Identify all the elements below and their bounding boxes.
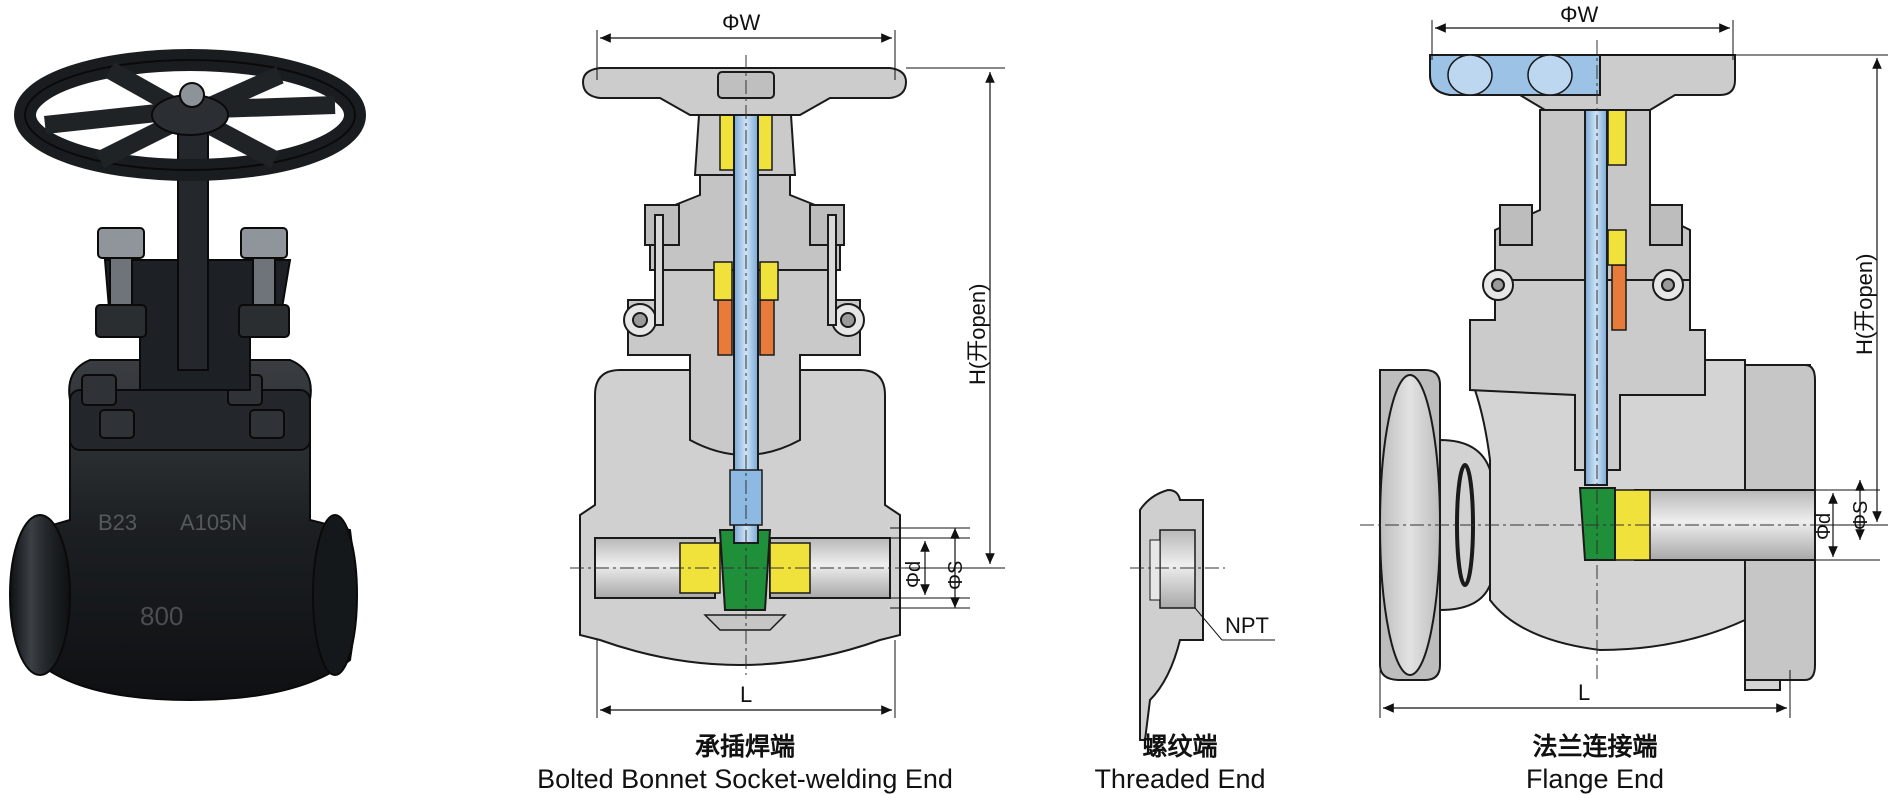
socket-wedge-bottom (703, 614, 787, 631)
flange-caption-en: Flange End (1526, 764, 1664, 794)
socket-caption-en: Bolted Bonnet Socket-welding End (537, 764, 953, 794)
flange-handwheel-rim-left (1447, 54, 1493, 96)
threaded-end-leader (1194, 607, 1223, 641)
photo-socket-right (312, 514, 358, 676)
flange-stem (1584, 54, 1608, 486)
socket-eye-bolts (623, 204, 865, 337)
socket-gland-yellow (713, 261, 779, 301)
socket-dim-s-label: ΦS (945, 561, 967, 590)
threaded-end-bore (1159, 529, 1196, 609)
photo-stem (177, 109, 209, 371)
flange-caption-cn: 法兰连接端 (1532, 732, 1657, 761)
flange-end-section: ΦW H(开open) Φd ΦS L 法兰连接端 Flange End (1360, 2, 1888, 794)
socket-dim-l-label: L (740, 682, 752, 707)
valve-photo: B23 A105N 800 (9, 49, 366, 702)
photo-mark-b23: B23 (98, 510, 137, 535)
photo-mark-800: 800 (140, 601, 183, 631)
flange-dim-s-label: ΦS (1850, 501, 1872, 530)
flange-eye-bolts (1482, 204, 1684, 301)
photo-socket-left (9, 514, 71, 676)
flange-dim-l-label: L (1578, 680, 1590, 705)
threaded-end-section: NPT 螺纹端 Threaded End (1094, 488, 1275, 794)
socket-dim-w-label: ΦW (722, 10, 761, 35)
socket-weld-section: ΦW H(开open) Φd ΦS L 承插焊端 Bolted Bonnet S… (537, 10, 1005, 794)
socket-dim-d-label: Φd (903, 561, 925, 588)
threaded-end-thread (1149, 539, 1161, 601)
photo-mark-a105n: A105N (180, 510, 247, 535)
photo-handwheel (14, 49, 366, 181)
flange-handwheel-rim-right (1527, 54, 1573, 96)
photo-gland-studs (95, 227, 290, 338)
threaded-caption-en: Threaded End (1094, 764, 1265, 794)
threaded-end-outline (1139, 488, 1204, 741)
flange-dim-h-label: H(开open) (1852, 254, 1877, 355)
socket-caption-cn: 承插焊端 (695, 732, 795, 761)
socket-dim-h-label: H(开open) (965, 284, 990, 385)
threaded-caption-cn: 螺纹端 (1142, 732, 1217, 761)
flange-gland-packing (1611, 264, 1627, 331)
threaded-end-npt-label: NPT (1225, 613, 1269, 638)
flange-dim-w-label: ΦW (1560, 2, 1599, 27)
flange-dim-d-label: Φd (1813, 513, 1835, 540)
